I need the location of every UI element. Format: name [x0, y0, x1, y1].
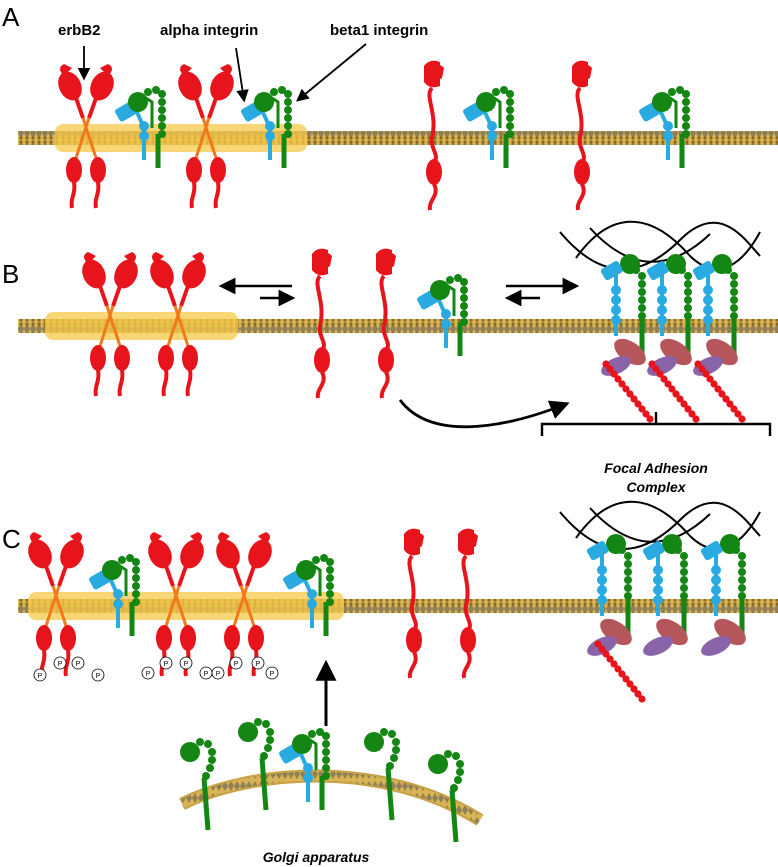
recruitment-curved-arrow: [398, 399, 570, 429]
svg-text:P: P: [58, 661, 63, 668]
actin-bead-chain: [602, 360, 654, 423]
alpha-integrin-pointer-arrow: [235, 47, 249, 103]
phosphate-group: P: [141, 666, 155, 680]
erbb2-label: erbB2: [58, 22, 101, 39]
phosphate-group: P: [179, 656, 193, 670]
focal-adhesion-unit: [584, 534, 636, 660]
alpha-integrin-label: alpha integrin: [160, 22, 258, 39]
phosphate-group: P: [91, 668, 105, 682]
svg-text:P: P: [234, 661, 239, 668]
focal-adhesion-unit: [698, 534, 750, 660]
panel-a-letter: A: [2, 2, 20, 32]
integrin-heterodimer: [278, 728, 330, 810]
ecm-fibers: [575, 220, 761, 270]
svg-text:P: P: [204, 671, 209, 678]
phosphate-group: P: [199, 666, 213, 680]
lipid-raft-b: [45, 312, 238, 340]
focal-adhesion-bracket: [540, 412, 772, 436]
svg-text:P: P: [96, 673, 101, 680]
phosphate-group: P: [229, 656, 243, 670]
integrin-heterodimer: [638, 86, 690, 168]
focal-adhesion-unit: [640, 534, 692, 660]
golgi-integrin: [180, 738, 216, 830]
panel-c-letter: C: [2, 524, 21, 554]
ecm-fibers: [589, 507, 711, 543]
phosphate-group: P: [251, 656, 265, 670]
phosphate-group: P: [211, 666, 225, 680]
golgi-label: Golgi apparatus: [263, 849, 370, 865]
focal-adhesion-label-line2: Complex: [626, 479, 686, 495]
panel-c: C P P P P P P P P P P P P: [2, 500, 778, 865]
svg-text:P: P: [76, 661, 81, 668]
svg-text:P: P: [164, 661, 169, 668]
svg-text:P: P: [184, 661, 189, 668]
beta1-integrin-label: beta1 integrin: [330, 22, 428, 39]
lipid-raft-c: [28, 592, 344, 620]
ecm-fibers: [559, 501, 761, 551]
svg-text:P: P: [270, 671, 275, 678]
actin-bead-chain: [694, 360, 746, 423]
phosphate-group: P: [265, 666, 279, 680]
ecm-fibers: [575, 500, 761, 550]
phosphate-group: P: [33, 668, 47, 682]
integrin-heterodimer: [462, 86, 514, 168]
integrin-heterodimer: [416, 274, 468, 356]
golgi-integrin: [238, 718, 274, 810]
panel-b-letter: B: [2, 259, 19, 289]
panel-b: B Focal Adhesion Complex: [2, 220, 778, 495]
panel-a: A erbB2 alpha integrin beta1 integrin: [2, 2, 778, 213]
lipid-raft-a: [55, 124, 307, 152]
svg-text:P: P: [38, 673, 43, 680]
golgi-membrane: [179, 771, 483, 824]
phosphate-group: P: [71, 656, 85, 670]
focal-adhesion-label-line1: Focal Adhesion: [604, 460, 708, 476]
actin-bead-chain: [594, 640, 646, 703]
svg-text:P: P: [256, 661, 261, 668]
phosphate-group: P: [159, 656, 173, 670]
svg-text:P: P: [146, 671, 151, 678]
phosphate-group: P: [53, 656, 67, 670]
ecm-fibers: [589, 227, 711, 263]
svg-text:P: P: [216, 671, 221, 678]
ecm-fibers: [559, 221, 761, 271]
beta1-integrin-pointer-arrow: [296, 43, 367, 102]
